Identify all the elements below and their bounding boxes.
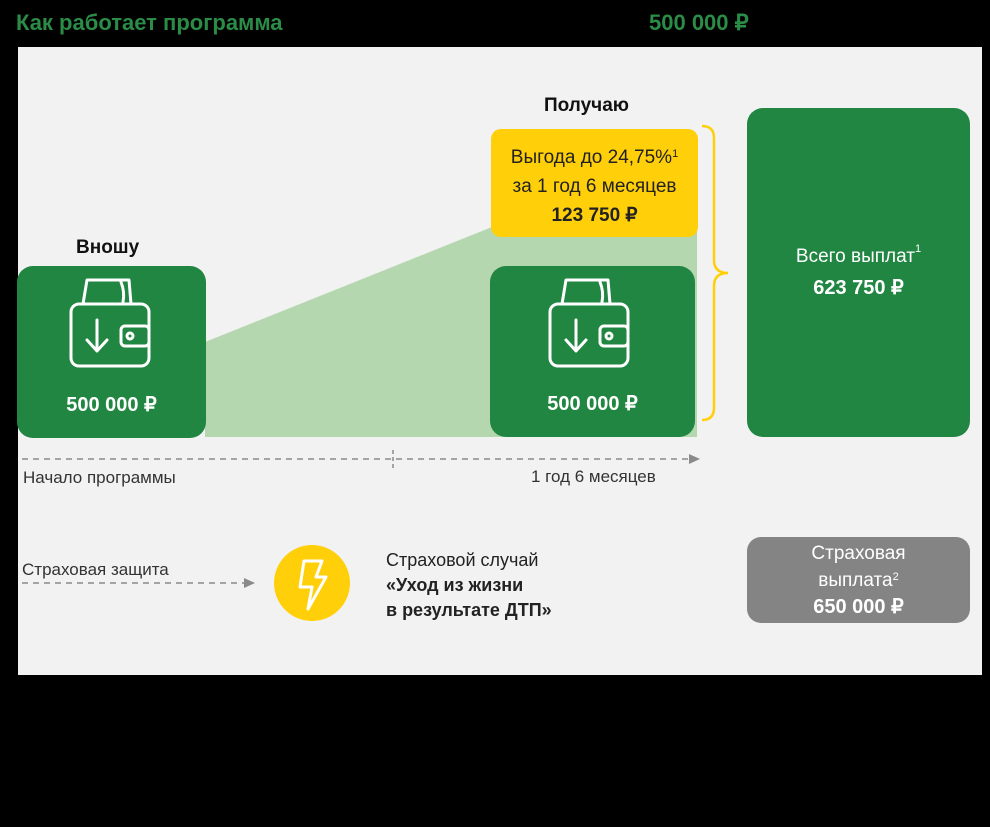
insurance-event-line1: «Уход из жизни (386, 575, 524, 595)
header-amount: 500 000 ₽ (649, 10, 749, 35)
total-box: Всего выплат1 623 750 ₽ (747, 108, 970, 437)
benefit-line2: за 1 год 6 месяцев (512, 176, 677, 197)
total-amount: 623 750 ₽ (813, 277, 904, 299)
payout-amount: 650 000 ₽ (813, 596, 904, 618)
insurance-event: Страховой случай «Уход из жизни в резуль… (386, 548, 552, 623)
lightning-icon (274, 545, 350, 621)
payout-line1: Страховая (811, 543, 906, 564)
arrow-down-icon (85, 318, 109, 353)
wallet-icon (548, 278, 630, 368)
deposit-box: 500 000 ₽ (17, 266, 206, 438)
payout-line2: выплата2 (818, 570, 899, 591)
insurance-event-title: Страховой случай (386, 550, 539, 570)
benefit-box: Выгода до 24,75%1 за 1 год 6 месяцев 123… (491, 129, 698, 237)
wallet-icon (69, 278, 151, 368)
timeline-start-label: Начало программы (23, 468, 176, 487)
deposit-label: Вношу (76, 237, 140, 258)
return-amount: 500 000 ₽ (547, 393, 638, 415)
return-box: 500 000 ₽ (490, 266, 695, 437)
page-title: Как работает программа (16, 10, 283, 35)
bracket-icon (701, 124, 729, 422)
benefit-line1: Выгода до 24,75%1 (510, 147, 679, 168)
insurance-event-line2: в результате ДТП» (386, 600, 552, 620)
deposit-amount: 500 000 ₽ (66, 394, 157, 416)
benefit-amount: 123 750 ₽ (551, 205, 638, 226)
timeline-end-label: 1 год 6 месяцев (531, 467, 656, 486)
arrow-down-icon (564, 318, 588, 353)
total-label: Всего выплат1 (795, 243, 922, 267)
insurance-label: Страховая защита (22, 560, 169, 579)
receive-label: Получаю (544, 95, 629, 116)
insurance-payout-box: Страховая выплата2 650 000 ₽ (747, 537, 970, 623)
